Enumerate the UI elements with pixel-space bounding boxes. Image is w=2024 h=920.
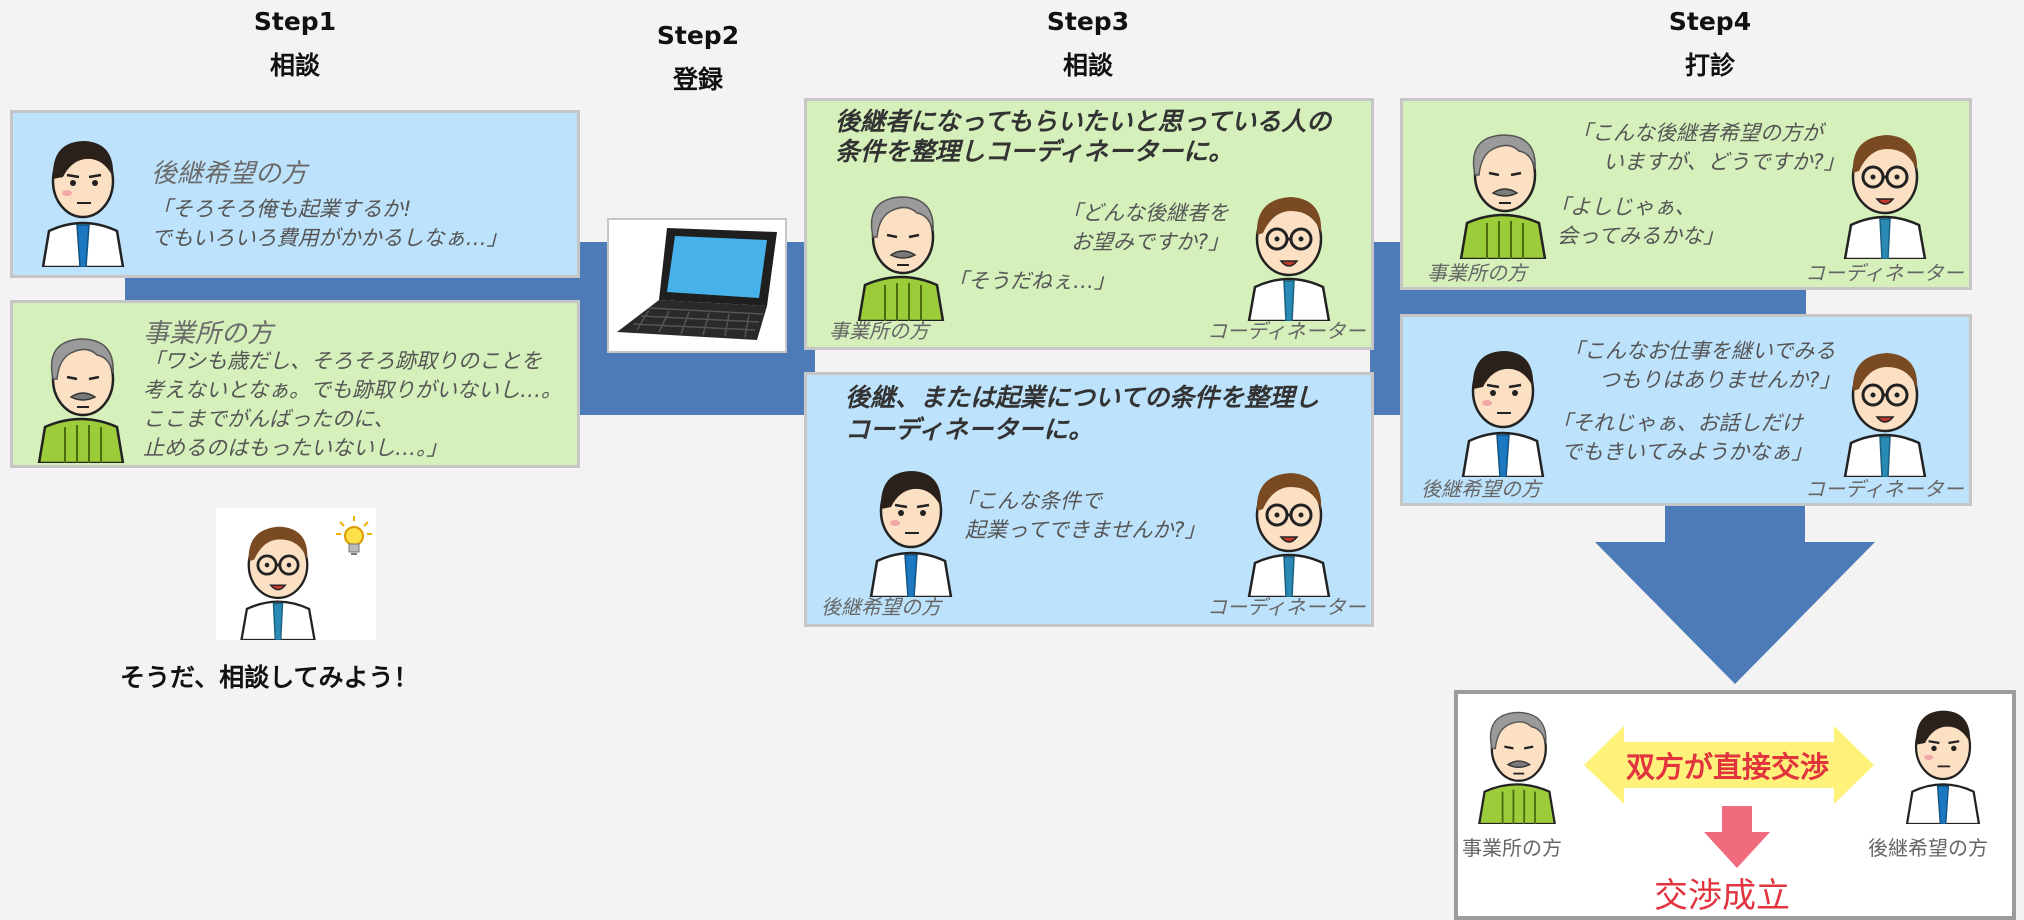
- coordinator-character-icon: [1239, 457, 1339, 597]
- successor-label: 後継希望の方: [151, 159, 308, 189]
- coordinator-character-icon: [1835, 337, 1935, 477]
- office-quote-line3: ここまでがんばったのに、: [143, 407, 395, 431]
- result-left-caption: 事業所の方: [1462, 836, 1562, 860]
- success-label: 交渉成立: [1654, 876, 1790, 916]
- step3-office-left-caption: 事業所の方: [829, 319, 929, 343]
- step3-office-title-line2: 条件を整理しコーディネーターに。: [835, 137, 1234, 166]
- office-label: 事業所の方: [143, 319, 274, 349]
- successor-character-icon: [1898, 698, 1988, 824]
- step2-header: Step2 登録: [643, 14, 753, 102]
- down-arrow-small-icon: [1704, 806, 1770, 868]
- result-box: 双方が直接交渉 事業所の方 後継希望の方 交渉成立: [1454, 690, 2016, 920]
- step4-successor-panel: 「こんなお仕事を継いでみる つもりはありませんか?」 「それじゃぁ、お話しだけ …: [1400, 314, 1972, 506]
- step3-successor-panel: 後継、または起業についての条件を整理し コーディネーターに。 「こんな条件で 起…: [804, 372, 1374, 627]
- step3-header: Step3 相談: [1033, 0, 1143, 88]
- step4-successor-left-caption: 後継希望の方: [1421, 477, 1541, 501]
- office-owner-character-icon: [851, 181, 951, 321]
- step3-title: 相談: [1062, 51, 1113, 80]
- step1-office-panel: 事業所の方 「ワシも歳だし、そろそろ跡取りのことを 考えないとなぁ。でも跡取りが…: [10, 300, 580, 468]
- office-quote-line1: 「ワシも歳だし、そろそろ跡取りのことを: [143, 349, 542, 373]
- coordinator-idea-figure: [216, 508, 376, 640]
- step1-successor-panel: 後継希望の方 「そろそろ俺も起業するか! でもいろいろ費用がかかるしなぁ…」: [10, 110, 580, 278]
- step3-coord-quote-line1: 「どんな後継者を: [1061, 201, 1229, 225]
- step3-successor-quote-line1: 「こんな条件で: [955, 489, 1102, 513]
- office-owner-character-icon: [1453, 119, 1553, 259]
- step4-coord-quote-line1: 「こんな後継者希望の方が: [1571, 121, 1823, 145]
- step2-label: Step2: [656, 21, 740, 50]
- successor-quote-line2: でもいろいろ費用がかかるしなぁ…」: [151, 226, 508, 250]
- step3-coord-quote-line2: お望みですか?」: [1071, 230, 1230, 254]
- lightbulb-icon: [336, 516, 372, 555]
- coordinator-character-icon: [1835, 119, 1935, 259]
- negotiation-label: 双方が直接交渉: [1626, 750, 1830, 784]
- successor-character-icon: [33, 127, 133, 267]
- step4-office-panel: 「こんな後継者希望の方が いますが、どうですか?」 「よしじゃぁ、 会ってみるか…: [1400, 98, 1972, 290]
- step3-office-right-caption: コーディネーター: [1207, 319, 1366, 343]
- office-quote-line4: 止めるのはもったいないし…。」: [143, 436, 448, 460]
- step4-office-left-caption: 事業所の方: [1427, 261, 1527, 285]
- step4-successor-quote-line2: でもきいてみようかなぁ」: [1561, 440, 1813, 464]
- step4-office-right-caption: コーディネーター: [1805, 261, 1964, 285]
- step3-office-title-line1: 後継者になってもらいたいと思っている人の: [835, 107, 1332, 136]
- step1-footer-text: そうだ、相談してみよう！: [120, 663, 419, 692]
- step2-title: 登録: [672, 65, 723, 94]
- step3-successor-title-line2: コーディネーターに。: [845, 415, 1094, 444]
- step3-label: Step3: [1046, 7, 1130, 36]
- step4-coord-quote-line2: つもりはありませんか?」: [1599, 368, 1841, 392]
- office-quote-line2: 考えないとなぁ。でも跡取りがいないし…。: [143, 378, 562, 402]
- step3-successor-left-caption: 後継希望の方: [821, 595, 941, 619]
- coordinator-character-icon: [1239, 181, 1339, 321]
- step1-header: Step1 相談: [240, 0, 350, 88]
- step3-successor-title-line1: 後継、または起業についての条件を整理し: [845, 383, 1320, 412]
- step4-header: Step4 打診: [1655, 0, 1765, 88]
- step4-title: 打診: [1684, 51, 1735, 80]
- step3-office-quote: 「そうだねぇ…」: [947, 269, 1115, 293]
- step4-label: Step4: [1668, 7, 1752, 36]
- office-owner-character-icon: [31, 323, 131, 463]
- coordinator-character-icon: [228, 512, 328, 640]
- successor-character-icon: [1453, 337, 1553, 477]
- office-owner-character-icon: [1472, 698, 1562, 824]
- step3-successor-quote-line2: 起業ってできませんか?」: [965, 518, 1206, 542]
- double-arrow-icon: [1584, 726, 1874, 804]
- step3-successor-right-caption: コーディネーター: [1207, 595, 1366, 619]
- laptop-icon: [617, 228, 777, 340]
- result-right-caption: 後継希望の方: [1868, 836, 1988, 860]
- step4-office-quote-line1: 「よしじゃぁ、: [1549, 195, 1696, 219]
- step1-label: Step1: [253, 7, 337, 36]
- step3-office-panel: 後継者になってもらいたいと思っている人の 条件を整理しコーディネーターに。 「ど…: [804, 98, 1374, 350]
- down-arrow-icon: [1595, 506, 1875, 684]
- step4-coord-quote-line2: いますが、どうですか?」: [1603, 150, 1845, 174]
- step4-successor-right-caption: コーディネーター: [1805, 477, 1964, 501]
- step4-coord-quote-line1: 「こんなお仕事を継いでみる: [1563, 339, 1836, 363]
- step1-title: 相談: [269, 51, 320, 80]
- successor-character-icon: [861, 457, 961, 597]
- successor-quote-line1: 「そろそろ俺も起業するか!: [151, 197, 412, 221]
- step4-office-quote-line2: 会ってみるかな」: [1557, 224, 1724, 248]
- laptop-box: [607, 218, 787, 353]
- step4-successor-quote-line1: 「それじゃぁ、お話しだけ: [1551, 411, 1803, 435]
